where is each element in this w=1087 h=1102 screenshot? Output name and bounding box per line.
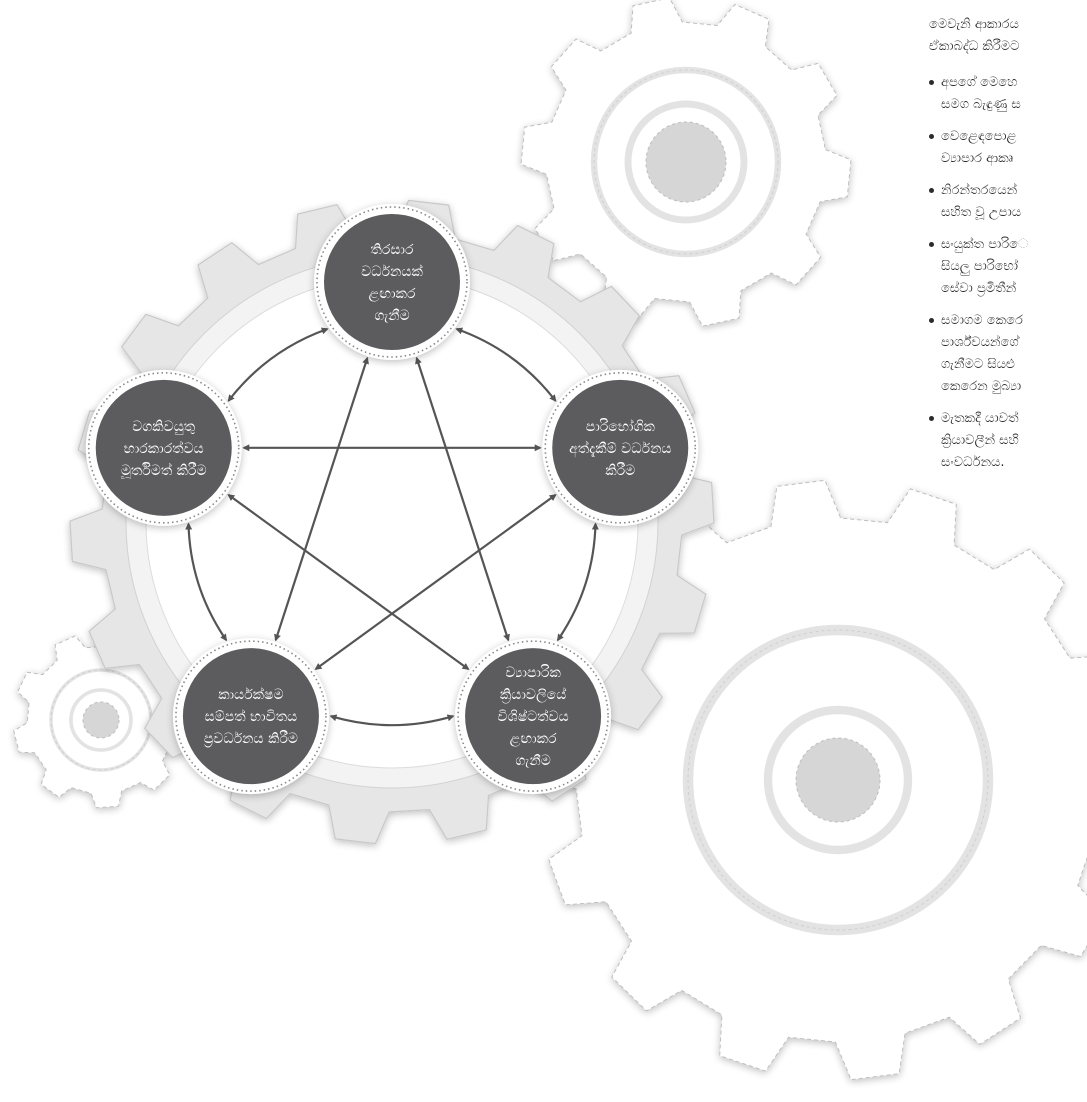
- node-left: වගකිවයුතු භාරකාරත්වය මූර්තිමත් කිරීම: [85, 369, 242, 526]
- bullet-item: වෙළෙඳපොළ ව්‍යාපාර ආකෘ: [929, 126, 1087, 170]
- bullet-line: ගැනීමට සියළු: [941, 357, 1015, 372]
- node-bottom-right: ව්‍යාපාරික ක්‍රියාවලියේ විශිෂ්ටත්වය ළඟාකර ගැ…: [455, 638, 612, 795]
- adjacent-arrow: [185, 522, 228, 642]
- intro-paragraph: මෙවැනි ආකාරය ඒකාබද්ධ කිරීමට: [929, 14, 1087, 58]
- bullet-line: සමග බැඳුණු ස: [941, 97, 1021, 112]
- adjacent-arrow: [227, 327, 329, 402]
- adjacent-arrow: [455, 327, 557, 402]
- node-label-line: අත්දැකීම් වර්ධනය: [569, 441, 671, 458]
- node-group: තිරසාර වර්ධනයක් ළඟාකර ගැනීම පාරිභෝගික අත්දැකී…: [85, 204, 699, 795]
- node-label-line: මූර්තිමත් කිරීම: [121, 463, 207, 480]
- node-label-line: කිරීම: [605, 463, 635, 479]
- bullet-line: නිරන්තරයෙන්: [941, 183, 1018, 198]
- background-gear-top-icon: [520, 0, 852, 327]
- node-label-line: තිරසාර: [371, 242, 414, 258]
- node-label-line: භාරකාරත්වය: [124, 441, 204, 457]
- bullet-line: මැතකදී යාවත්: [941, 411, 1019, 426]
- node-right: පාරිභෝගික අත්දැකීම් වර්ධනය කිරීම: [542, 369, 699, 526]
- bullet-line: ව්‍යාපාර ආකෘ: [941, 151, 1013, 166]
- bullet-line: පාර්ශ්වයන්ගේ: [941, 335, 1019, 350]
- node-label-line: ගැනීම: [374, 308, 409, 324]
- bullet-line: වෙළෙඳපොළ: [941, 129, 1017, 144]
- node-bottom-left: කාර්යක්ෂම සම්පත් භාවිතය ප්‍රවර්ධනය කිරීම: [172, 638, 329, 795]
- bullet-item: අපගේ මෙහෙ සමග බැඳුණු ස: [929, 72, 1087, 116]
- node-label-line: පාරිභෝගික: [586, 419, 656, 435]
- intro-line: මෙවැනි ආකාරය: [929, 17, 1019, 32]
- bullet-line: සංවර්ධනය.: [941, 455, 1005, 470]
- node-label-line: කාර්යක්ෂම: [218, 687, 283, 703]
- node-label-line: ව්‍යාපාරික: [505, 665, 561, 681]
- node-label-line: ගැනීම: [515, 753, 550, 769]
- node-label-line: ළඟාකර: [369, 286, 416, 302]
- bullet-line: සහිත වූ උපාය: [941, 205, 1022, 220]
- node-label-line: සම්පත් භාවිතය: [205, 709, 298, 725]
- bullet-item: මැතකදී යාවත් ක්‍රියාවලීන් සහි සංවර්ධනය.: [929, 408, 1087, 474]
- bullet-list: අපගේ මෙහෙ සමග බැඳුණු ස වෙළෙඳපොළ ව්‍යාපාර…: [929, 72, 1087, 474]
- node-label-line: විශිෂ්ටත්වය: [498, 709, 569, 725]
- node-label-line: ප්‍රවර්ධනය කිරීම: [204, 731, 298, 748]
- bullet-line: ක්‍රියාවලීන් සහි: [941, 433, 1019, 448]
- bullet-line: කෙරෙන මුබ්‍යා: [941, 379, 1022, 394]
- adjacent-arrow: [556, 522, 599, 642]
- bullet-item: සංයුක්ත පාරිෙ සියලු පාරිභෝ සේවා ප්‍රමිතී…: [929, 234, 1087, 300]
- node-label-line: වගකිවයුතු: [132, 419, 196, 436]
- star-arrow: [274, 356, 369, 642]
- connection-arrows: [185, 327, 599, 727]
- bullet-line: සියලු පාරිභෝ: [941, 259, 1019, 274]
- bullet-line: අපගේ මෙහෙ: [941, 75, 1018, 90]
- bullet-line: සේවා ප්‍රමිතීන්: [941, 281, 1017, 296]
- bullet-line: සංයුක්ත පාරිෙ: [941, 237, 1029, 252]
- bullet-line: සමාගම කෙරෙ: [941, 313, 1023, 328]
- node-label-line: ක්‍රියාවලියේ: [500, 687, 566, 704]
- bullet-item: නිරන්තරයෙන් සහිත වූ උපාය: [929, 180, 1087, 224]
- node-top: තිරසාර වර්ධනයක් ළඟාකර ගැනීම: [314, 204, 470, 360]
- right-text-panel: මෙවැනි ආකාරය ඒකාබද්ධ කිරීමට අපගේ මෙහෙ සම…: [929, 14, 1087, 484]
- bullet-item: සමාගම කෙරෙ පාර්ශ්වයන්ගේ ගැනීමට සියළු කෙර…: [929, 310, 1087, 398]
- node-label-line: වර්ධනයක්: [361, 264, 423, 280]
- intro-line: ඒකාබද්ධ කිරීමට: [929, 39, 1020, 54]
- adjacent-arrow: [329, 714, 455, 727]
- node-label-line: ළඟාකර: [510, 731, 557, 747]
